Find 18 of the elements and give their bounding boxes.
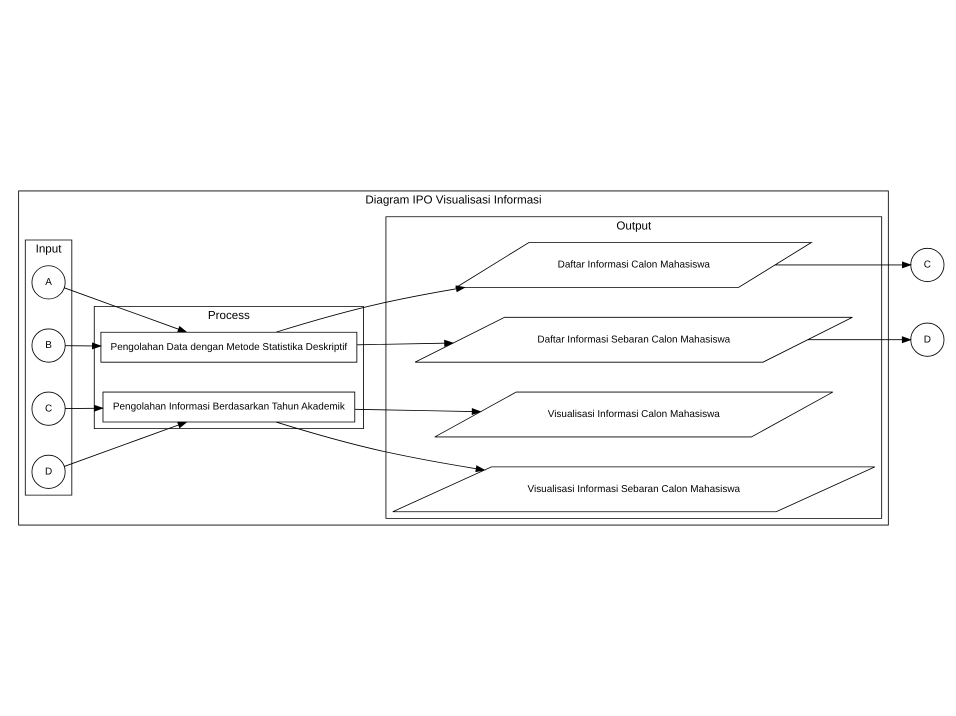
- arrow: [276, 422, 486, 472]
- arrow: [354, 408, 482, 415]
- arrow: [276, 285, 466, 333]
- arrow: [774, 261, 912, 268]
- node-circle: D: [32, 454, 66, 489]
- node-circle: C: [910, 248, 944, 282]
- arrow: [64, 287, 188, 333]
- arrow: [64, 342, 102, 350]
- node-circle: D: [910, 322, 944, 357]
- node-box: Pengolahan Data dengan Metode Statistika Deskriptif: [100, 332, 358, 363]
- arrow: [64, 404, 104, 412]
- node-circle: C: [32, 392, 66, 426]
- node-circle: B: [32, 328, 66, 363]
- arrow: [356, 340, 454, 347]
- arrow: [64, 422, 188, 467]
- node-circle: A: [32, 265, 66, 300]
- node-box: Pengolahan Informasi Berdasarkan Tahun Akademik: [102, 392, 356, 422]
- arrow: [807, 336, 912, 344]
